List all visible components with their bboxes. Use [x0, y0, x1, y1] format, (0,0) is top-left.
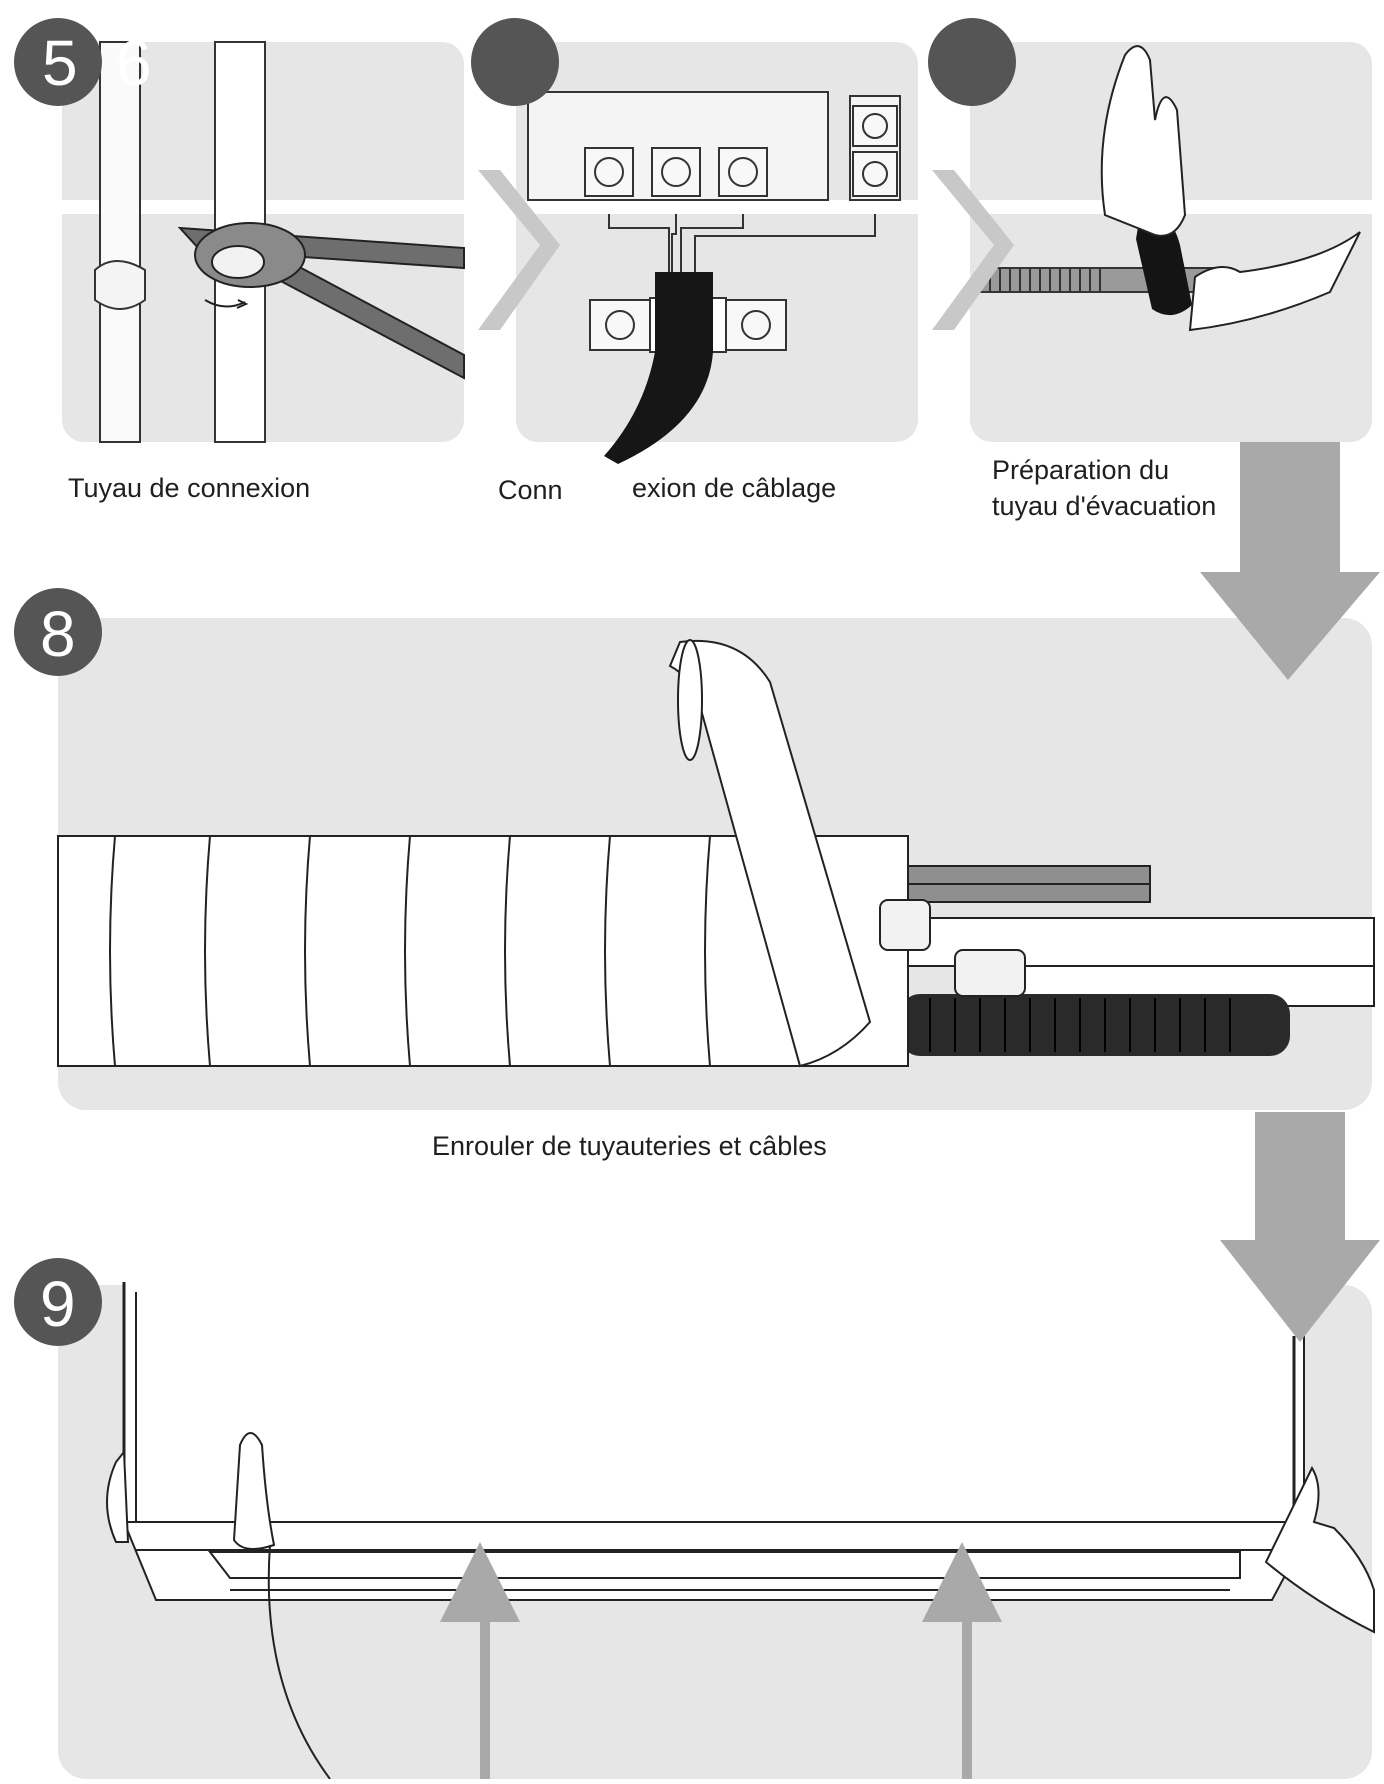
panel-pipe-connection: [62, 41, 465, 443]
step-number-6-fragment: 6: [116, 27, 152, 99]
caption-wiring-left: Conn: [498, 475, 563, 505]
step-badge-8: 8: [14, 588, 102, 676]
step-badge-6: [471, 18, 559, 106]
step-badge-9: 9: [14, 1258, 102, 1346]
panel-mount-unit: [58, 1112, 1380, 1780]
caption-pipe-connection: Tuyau de connexion: [68, 473, 311, 503]
panel-wrap-pipes: [57, 442, 1380, 1110]
arrow-up-icon: [440, 1542, 520, 1779]
tape-wraps: [109, 835, 711, 1067]
arrow-down-icon: [1220, 1112, 1380, 1342]
caption-wiring-right: exion de câblage: [632, 473, 837, 503]
caption-wrap-pipes: Enrouler de tuyauteries et câbles: [432, 1131, 827, 1161]
chevron-arrow-icon: [478, 170, 1014, 330]
caption-drain-line2: tuyau d'évacuation: [992, 491, 1217, 521]
step-number-5: 5: [42, 27, 78, 99]
step-badge-5: 5 6: [14, 18, 152, 106]
panel-wiring-connection: [516, 42, 918, 464]
step-number-8: 8: [40, 598, 76, 670]
step-number-9: 9: [40, 1268, 76, 1340]
step-badge-7: [928, 18, 1016, 106]
arrow-down-icon: [1200, 442, 1380, 680]
terminal-screws: [584, 105, 898, 351]
arrow-up-icon: [922, 1542, 1002, 1779]
panel-drain-preparation: [970, 42, 1372, 442]
caption-drain-line1: Préparation du: [992, 455, 1170, 485]
